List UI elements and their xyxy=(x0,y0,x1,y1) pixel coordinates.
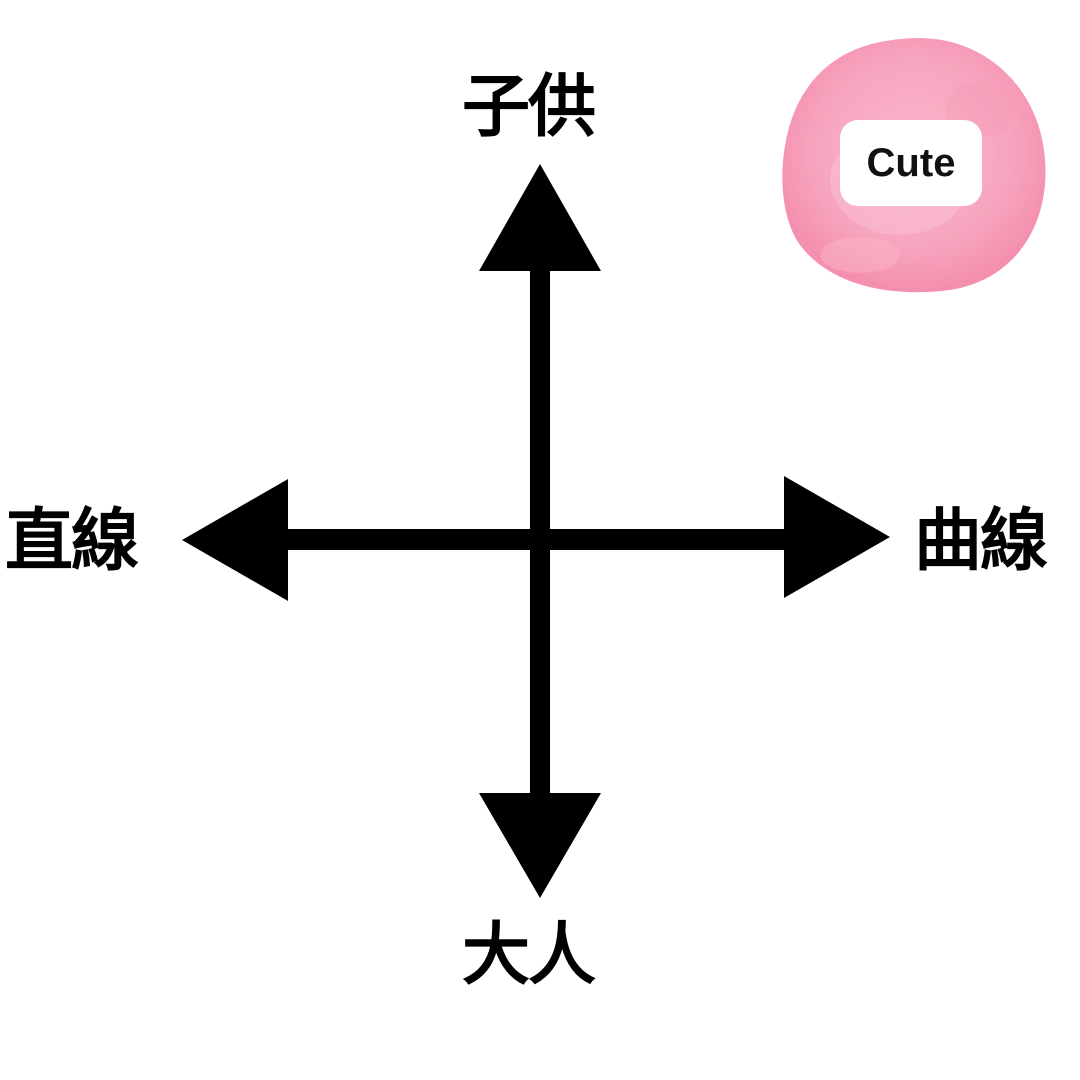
axis-label-top: 子供 xyxy=(462,68,596,147)
arrow-down xyxy=(479,793,601,898)
arrow-left xyxy=(182,479,288,601)
axis-label-bottom: 大人 xyxy=(462,916,596,995)
arrow-right xyxy=(784,476,890,598)
axis-label-right: 曲線 xyxy=(914,502,1048,581)
arrow-up xyxy=(479,164,601,271)
cute-tag-badge: Cute xyxy=(840,120,982,206)
horizontal-axis-line xyxy=(280,529,792,550)
axis-label-left: 直線 xyxy=(5,502,139,581)
